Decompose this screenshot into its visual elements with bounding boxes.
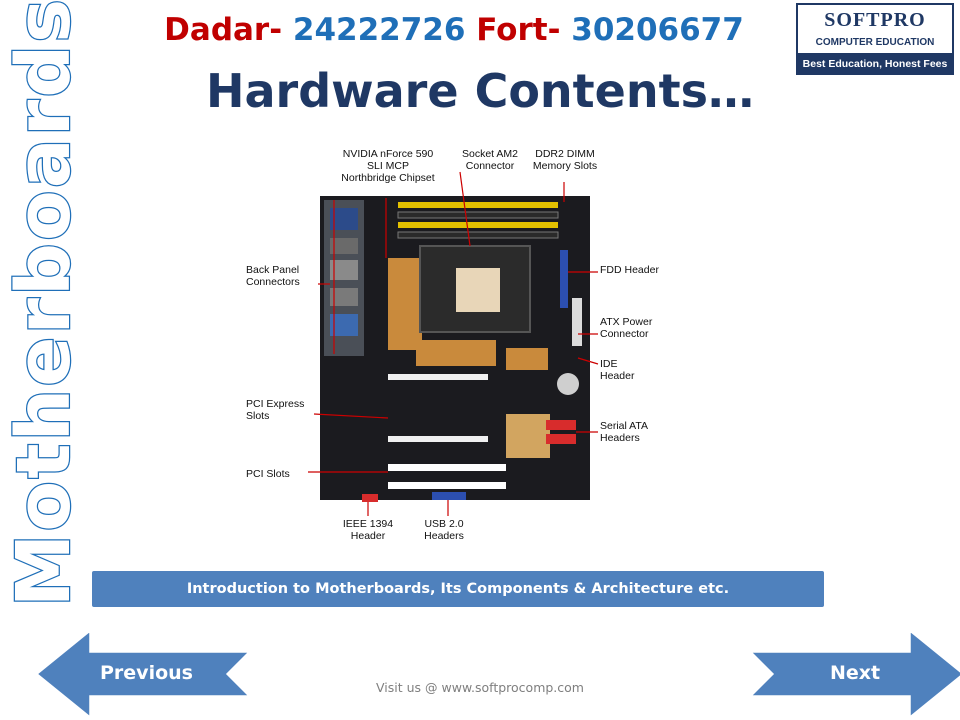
label-ddr2: DDR2 DIMM Memory Slots (532, 148, 598, 172)
left-arrow-icon (35, 629, 251, 719)
label-pci-slots: PCI Slots (246, 468, 290, 480)
logo-subtitle: COMPUTER EDUCATION (815, 37, 935, 48)
branch1-phone: 24222726 (292, 12, 466, 48)
label-fdd: FDD Header (600, 264, 659, 276)
logo-tagline: Best Education, Honest Fees (796, 53, 954, 75)
intro-banner: Introduction to Motherboards, Its Compon… (92, 571, 824, 607)
label-back-panel: Back Panel Connectors (246, 264, 300, 288)
branch2-phone: 30206677 (571, 12, 744, 48)
label-atx: ATX Power Connector (600, 316, 653, 340)
next-label: Next (830, 662, 881, 684)
label-usb: USB 2.0 Headers (424, 518, 464, 542)
label-pci-express: PCI Express Slots (246, 398, 305, 422)
footer-visit-link[interactable]: Visit us @ www.softprocomp.com (376, 680, 584, 695)
side-title: Motherboards (0, 0, 88, 608)
branch1-label: Dadar- (164, 12, 283, 48)
motherboard-diagram: NVIDIA nForce 590 SLI MCP Northbridge Ch… (238, 138, 678, 552)
label-socket: Socket AM2 Connector (461, 148, 519, 172)
slide-title: Hardware Contents… (205, 64, 754, 118)
logo-name: SOFTPRO (824, 9, 926, 31)
contact-line: Dadar- 24222726 Fort- 30206677 (0, 12, 908, 48)
right-arrow-icon (749, 629, 960, 719)
branch2-label: Fort- (476, 12, 561, 48)
label-ieee1394: IEEE 1394 Header (342, 518, 394, 542)
label-serial-ata: Serial ATA Headers (600, 420, 648, 444)
softpro-logo: SOFTPRO COMPUTER EDUCATION Best Educatio… (796, 3, 954, 75)
previous-button[interactable]: Previous (34, 628, 252, 720)
next-button[interactable]: Next (748, 628, 960, 720)
previous-label: Previous (100, 662, 193, 684)
label-northbridge: NVIDIA nForce 590 SLI MCP Northbridge Ch… (341, 148, 435, 184)
label-ide: IDE Header (600, 358, 635, 382)
motherboard-image (308, 171, 599, 516)
